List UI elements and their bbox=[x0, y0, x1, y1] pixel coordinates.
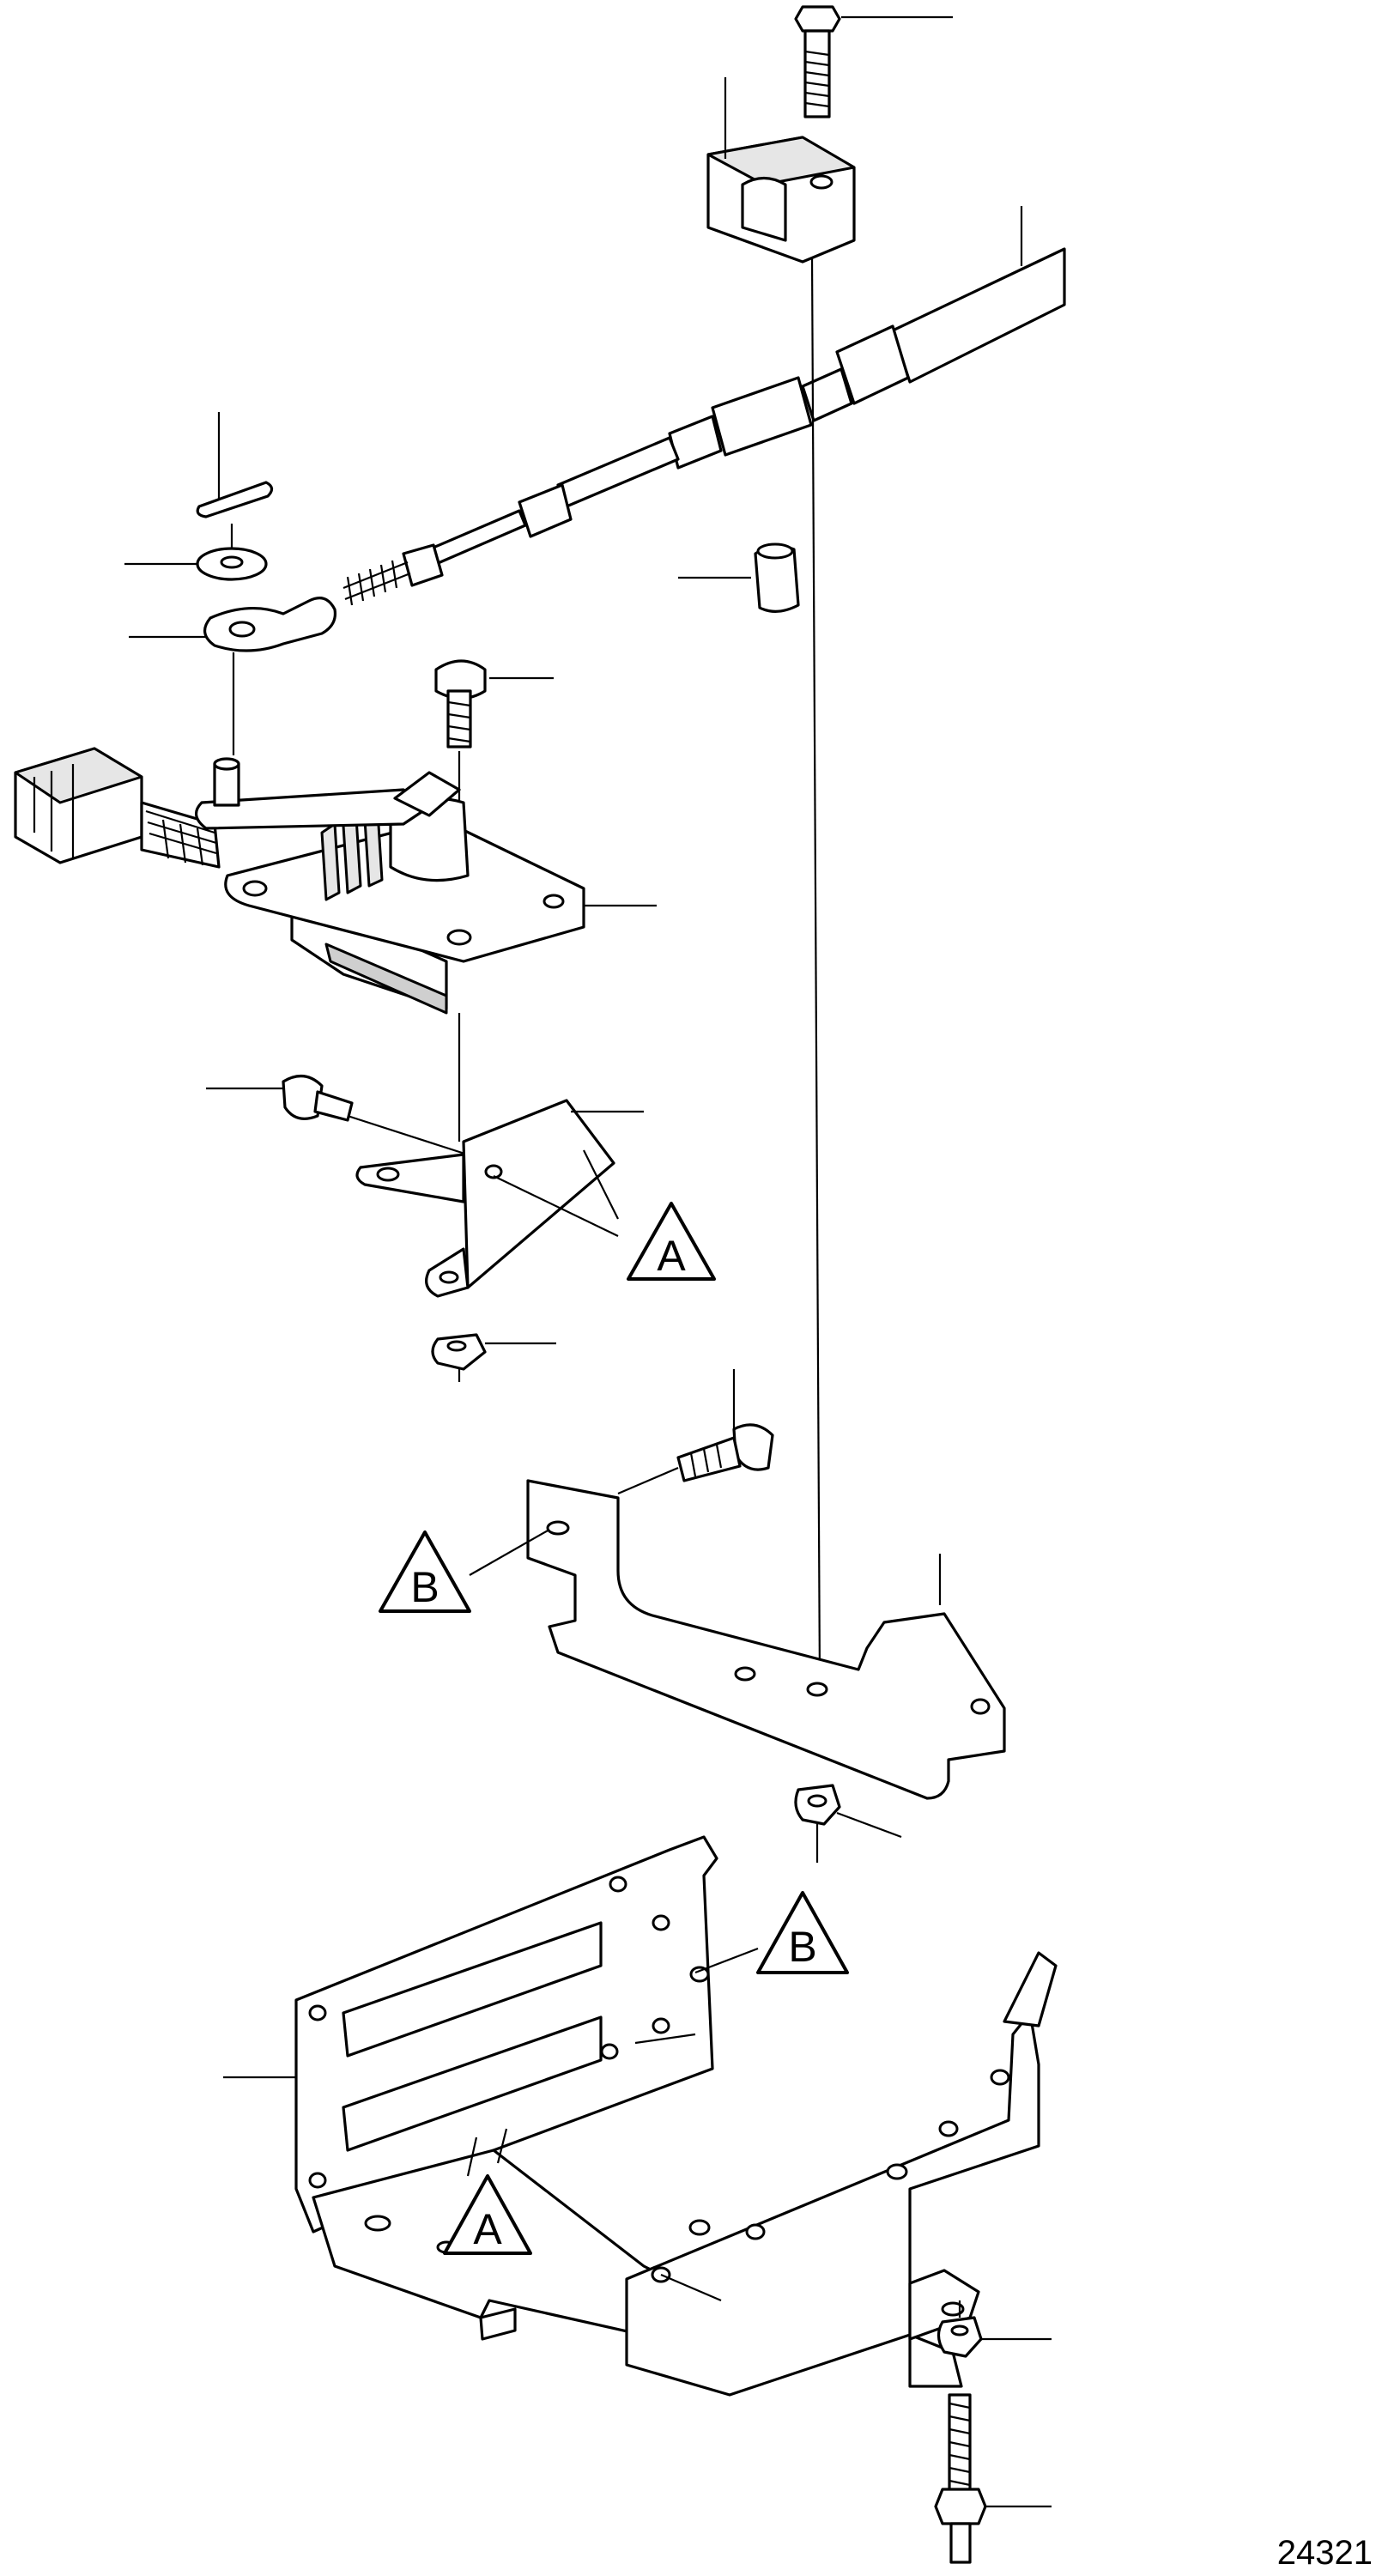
mounting-stud bbox=[934, 2300, 1052, 2564]
bracket-bolt bbox=[206, 1075, 482, 1161]
control-cable bbox=[342, 206, 1066, 606]
rod-end bbox=[129, 597, 337, 755]
mid-mounting-bracket bbox=[526, 1479, 1006, 1800]
washer bbox=[124, 524, 268, 581]
reference-marker-a-upper: A bbox=[627, 1202, 716, 1281]
reference-marker-a-lower: A bbox=[443, 2174, 532, 2255]
top-bolt bbox=[794, 5, 953, 118]
svg-text:A: A bbox=[473, 2205, 502, 2253]
cable-clamp-block bbox=[706, 77, 856, 264]
position-sensor bbox=[195, 757, 657, 1142]
alignment-line bbox=[810, 257, 821, 1683]
electrical-connector bbox=[14, 747, 221, 869]
mid-bracket-bolt bbox=[617, 1369, 774, 1495]
svg-text:B: B bbox=[788, 1923, 816, 1971]
reference-marker-b-left: B bbox=[379, 1529, 550, 1613]
sensor-bracket bbox=[355, 1099, 644, 1298]
svg-text:B: B bbox=[410, 1563, 439, 1611]
split-sleeve bbox=[678, 542, 800, 613]
reference-marker-b-right: B bbox=[694, 1891, 849, 1974]
svg-text:A: A bbox=[657, 1232, 686, 1280]
base-bracket bbox=[223, 1835, 1058, 2397]
bracket-nut bbox=[431, 1333, 556, 1382]
mid-bracket-nut bbox=[794, 1784, 902, 1863]
figure-id: 24321 bbox=[1276, 2534, 1373, 2572]
cotter-pin bbox=[196, 412, 274, 518]
